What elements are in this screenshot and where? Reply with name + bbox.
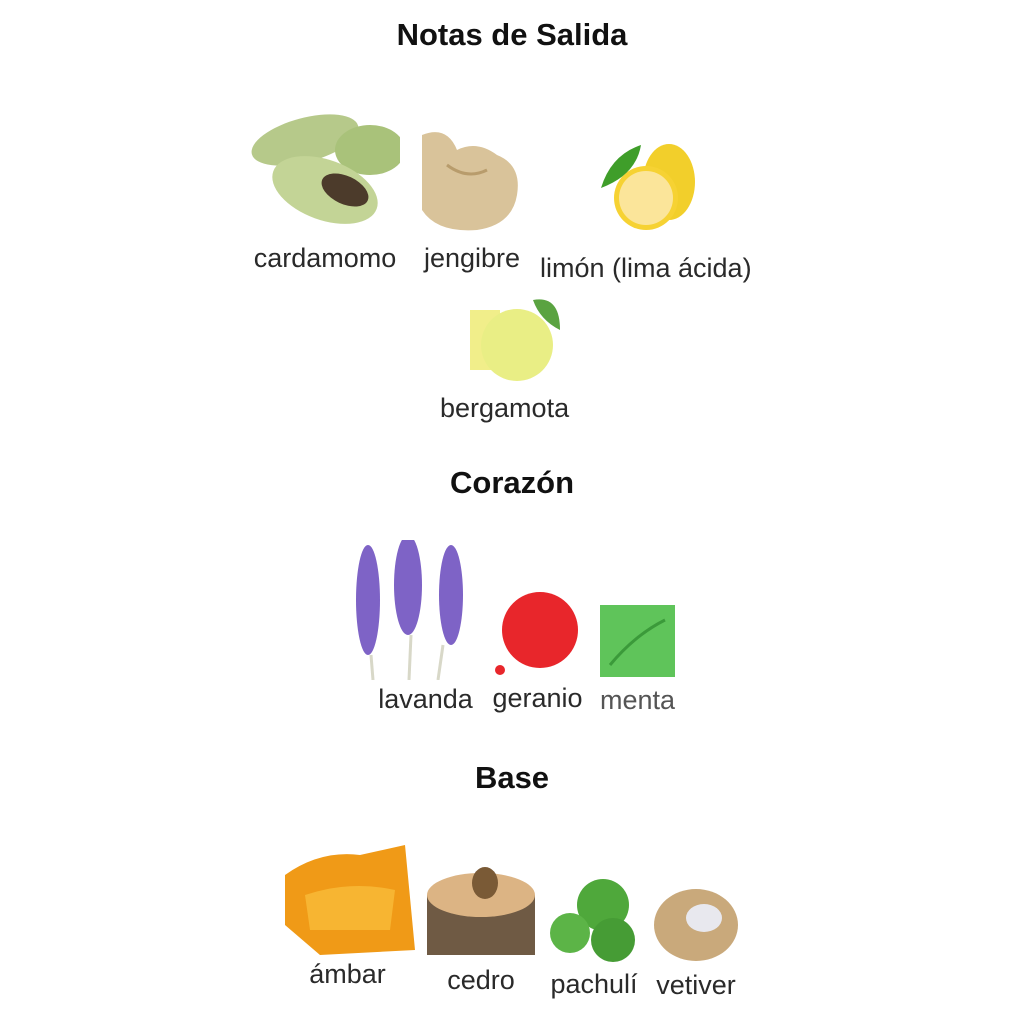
note-cardamomo: cardamomo bbox=[250, 100, 400, 274]
note-label: lavanda bbox=[378, 684, 473, 714]
note-jengibre: jengibre bbox=[417, 125, 527, 274]
note-label: limón (lima ácida) bbox=[540, 253, 752, 283]
note-label: ámbar bbox=[309, 959, 386, 989]
geranium-image bbox=[490, 590, 585, 675]
note-limon: limón (lima ácida) bbox=[540, 140, 752, 284]
note-menta: menta bbox=[600, 605, 675, 716]
section-title-heart-notes: Corazón bbox=[450, 465, 574, 500]
note-label: menta bbox=[600, 685, 676, 715]
note-ambar: ámbar bbox=[280, 840, 415, 990]
cedar-image bbox=[425, 855, 537, 960]
vetiver-image bbox=[652, 880, 740, 962]
note-label: cardamomo bbox=[253, 243, 397, 273]
bergamot-image bbox=[445, 295, 565, 385]
note-lavanda: lavanda bbox=[343, 540, 478, 715]
note-geranio: geranio bbox=[490, 590, 585, 714]
note-label: vetiver bbox=[656, 970, 736, 1000]
lemon-image bbox=[600, 140, 711, 235]
patchouli-image bbox=[548, 875, 640, 963]
lavender-image bbox=[343, 540, 478, 680]
section-title-top-notes: Notas de Salida bbox=[396, 17, 628, 52]
amber-image bbox=[280, 840, 415, 955]
note-label: jengibre bbox=[423, 243, 521, 273]
ginger-image bbox=[417, 125, 527, 235]
note-label: pachulí bbox=[550, 969, 638, 999]
note-label: bergamota bbox=[440, 393, 570, 423]
section-title-base-notes: Base bbox=[474, 760, 550, 795]
note-cedro: cedro bbox=[425, 855, 537, 996]
note-pachuli: pachulí bbox=[548, 875, 640, 1000]
cardamom-image bbox=[250, 100, 400, 235]
note-label: geranio bbox=[492, 683, 583, 713]
note-vetiver: vetiver bbox=[652, 880, 740, 1001]
note-label: cedro bbox=[447, 965, 515, 995]
note-bergamota: bergamota bbox=[440, 295, 569, 424]
mint-image bbox=[600, 605, 676, 677]
